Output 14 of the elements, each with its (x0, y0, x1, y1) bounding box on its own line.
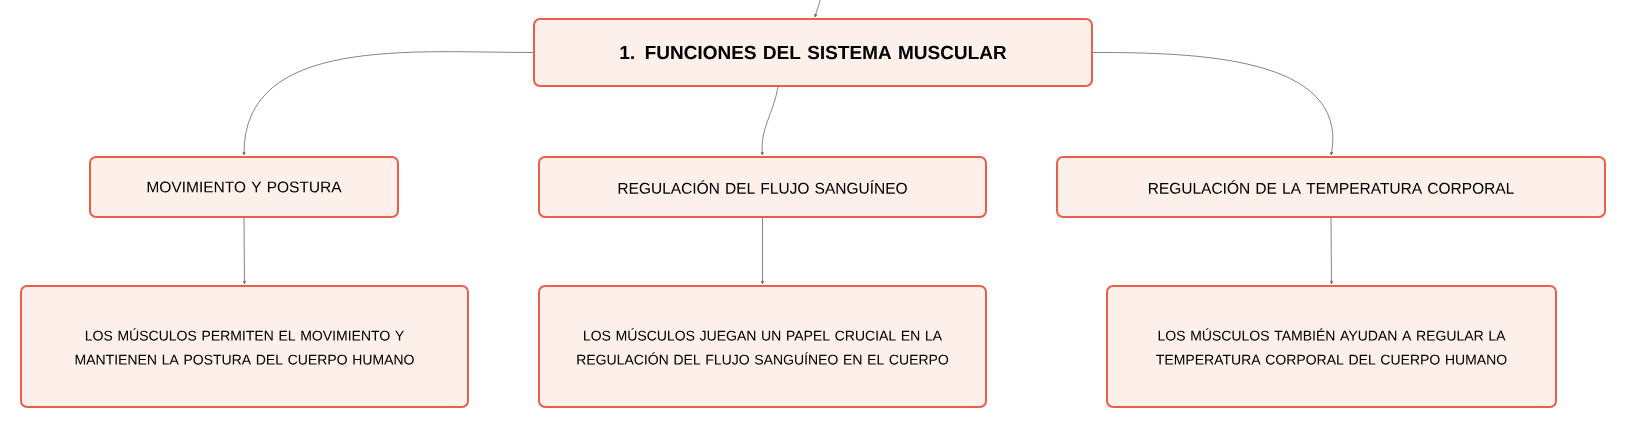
arrow (760, 86, 779, 156)
arrow (1092, 52, 1334, 156)
description-box: LOS MÚSCULOS JUEGAN UN PAPEL CRUCIAL EN LA REGULACIÓN DEL FLUJO SANGUÍNEO EN EL CUERPO (538, 285, 987, 408)
arrow (814, 0, 821, 18)
arrow (1330, 217, 1333, 285)
title-box: 1. FUNCIONES DEL SISTEMA MUSCULAR (533, 18, 1093, 87)
arrow (243, 217, 246, 285)
arrow (242, 51, 534, 156)
description-box: LOS MÚSCULOS PERMITEN EL MOVIMIENTO Y MANTIENEN LA POSTURA DEL CUERPO HUMANO (20, 285, 469, 408)
arrow (761, 217, 764, 285)
topic-box: REGULACIÓN DEL FLUJO SANGUÍNEO (538, 156, 987, 218)
topic-box: MOVIMIENTO Y POSTURA (89, 156, 399, 218)
description-box: LOS MÚSCULOS TAMBIÉN AYUDAN A REGULAR LA TEMPERATURA CORPORAL DEL CUERPO HUMANO (1106, 285, 1557, 408)
topic-box: REGULACIÓN DE LA TEMPERATURA CORPORAL (1056, 156, 1606, 218)
